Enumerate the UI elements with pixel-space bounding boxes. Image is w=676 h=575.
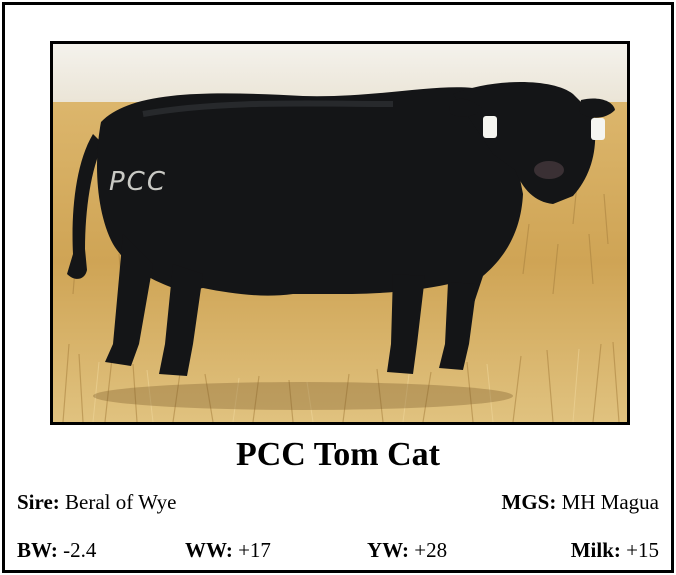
ww-label: WW: xyxy=(185,538,233,562)
milk-field: Milk: +15 xyxy=(571,537,659,563)
bw-value: -2.4 xyxy=(63,538,97,562)
brand-mark: PCC xyxy=(109,167,167,197)
bw-field: BW: -2.4 xyxy=(17,537,96,563)
body-highlight xyxy=(142,100,394,117)
bw-label: BW: xyxy=(17,538,58,562)
grass-highlights xyxy=(92,348,580,422)
mgs-value: MH Magua xyxy=(561,490,659,514)
ear-tag-right xyxy=(591,118,605,140)
sire-label: Sire: xyxy=(17,490,60,514)
bull-photo: PCC xyxy=(50,41,630,425)
ear-tag-left xyxy=(483,116,497,138)
mgs-field: MGS: MH Magua xyxy=(502,489,659,515)
cow-muzzle xyxy=(534,161,564,179)
ww-value: +17 xyxy=(238,538,271,562)
yw-value: +28 xyxy=(414,538,448,562)
sire-field: Sire: Beral of Wye xyxy=(17,489,177,515)
cow-shadow xyxy=(93,382,513,410)
bull-photo-illustration: PCC xyxy=(53,44,627,422)
yw-field: YW: +28 xyxy=(367,537,447,563)
sire-value: Beral of Wye xyxy=(65,490,177,514)
ww-field: WW: +17 xyxy=(185,537,271,563)
milk-value: +15 xyxy=(626,538,659,562)
yw-label: YW: xyxy=(367,538,409,562)
mgs-label: MGS: xyxy=(501,490,557,514)
bull-name: PCC Tom Cat xyxy=(235,436,441,473)
milk-label: Milk: xyxy=(570,538,621,562)
